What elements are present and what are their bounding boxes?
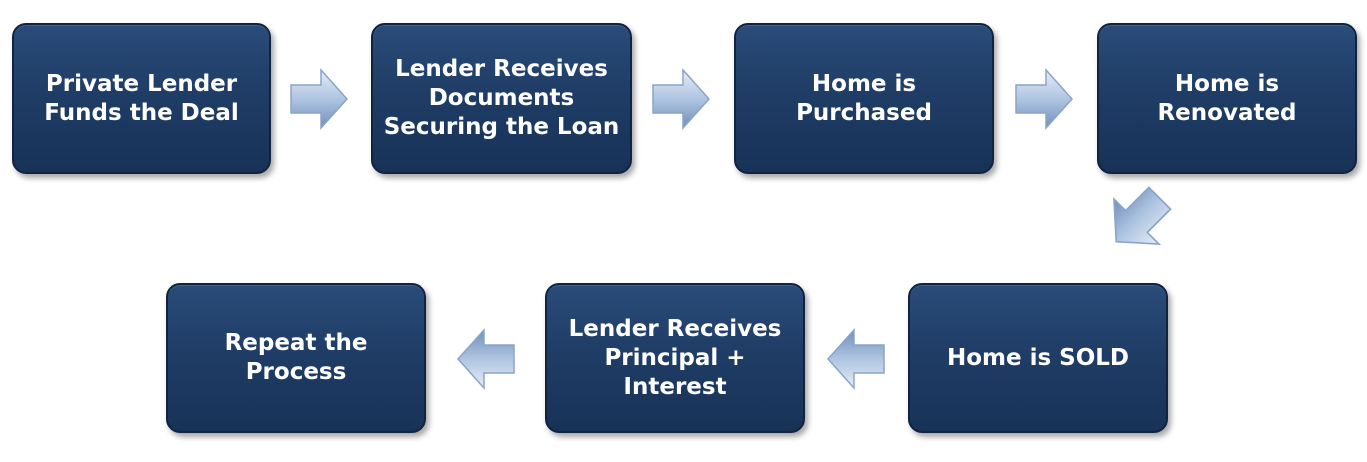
step-label: Repeat the Process [224, 330, 368, 385]
arrow-left-icon [456, 328, 515, 390]
arrow-right-icon [290, 68, 349, 130]
step-label: Lender Receives Principal + Interest [568, 315, 782, 400]
step-label: Home is Purchased [796, 70, 932, 126]
step-label: Home is Renovated [1157, 70, 1297, 126]
step-label: Lender Receives Documents Securing the L… [383, 56, 620, 140]
step-home-sold: Home is SOLD [908, 283, 1168, 433]
step-repeat-process: Repeat the Process [166, 283, 426, 433]
step-lender-receives-documents: Lender Receives Documents Securing the L… [371, 23, 632, 174]
step-lender-receives-principal: Lender Receives Principal + Interest [545, 283, 805, 433]
step-label: Home is SOLD [946, 344, 1130, 371]
step-private-lender-funds: Private Lender Funds the Deal [12, 23, 271, 174]
arrow-right-icon [1015, 68, 1074, 130]
step-home-renovated: Home is Renovated [1097, 23, 1357, 174]
arrow-right-icon [652, 68, 711, 130]
arrow-down-left-icon [1113, 186, 1172, 245]
arrow-left-icon [826, 328, 885, 390]
step-home-purchased: Home is Purchased [734, 23, 994, 174]
step-label: Private Lender Funds the Deal [44, 70, 239, 126]
